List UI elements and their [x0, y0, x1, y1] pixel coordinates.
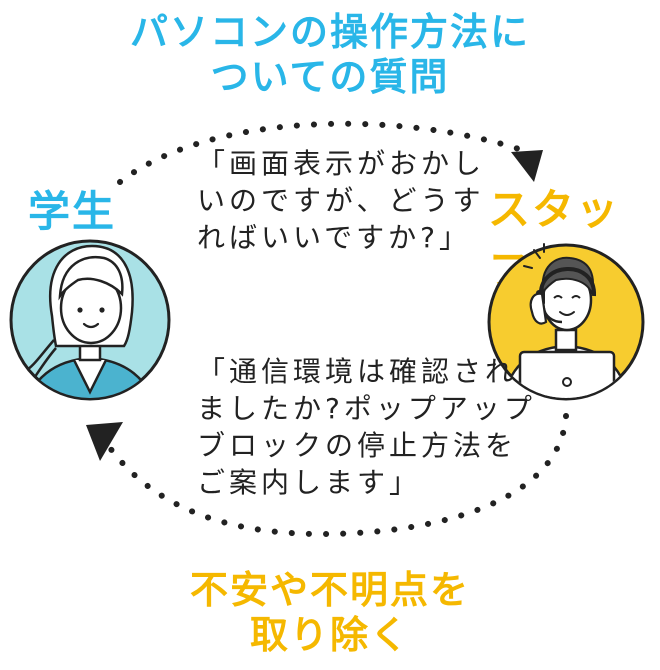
- question-speech: 「画面表示がおかし いのですが、どうす ればいいですか?」: [197, 146, 485, 257]
- answer-arrow-icon: [86, 422, 123, 461]
- question-line-2: いのですが、どうす: [197, 183, 485, 217]
- question-line-3: ればいいですか?」: [197, 220, 472, 254]
- answer-line-2: ましたか?ポップアップ: [197, 391, 536, 425]
- answer-speech: 「通信環境は確認され ましたか?ポップアップ ブロックの停止方法を ご案内します…: [197, 354, 536, 502]
- answer-line-1: 「通信環境は確認され: [197, 355, 518, 388]
- bottom-title-line-1: 不安や不明点を: [189, 568, 470, 612]
- top-title: パソコンの操作方法に ついての質問: [0, 10, 660, 100]
- top-title-line-1: パソコンの操作方法に: [129, 10, 530, 54]
- staff-headset-avatar-icon: [487, 243, 645, 401]
- question-flow-arc: [117, 120, 525, 185]
- student-label: 学生: [28, 187, 117, 236]
- answer-flow-arc: [107, 413, 569, 538]
- bottom-title-line-2: 取り除く: [249, 612, 410, 657]
- top-title-line-2: ついての質問: [210, 54, 450, 99]
- bottom-title: 不安や不明点を 取り除く: [0, 568, 660, 658]
- question-arrow-icon: [511, 150, 543, 182]
- question-line-1: 「画面表示がおかし: [197, 147, 486, 180]
- student-avatar-icon: [9, 239, 171, 401]
- answer-line-4: ご案内します」: [197, 465, 422, 499]
- answer-line-3: ブロックの停止方法を: [197, 428, 518, 462]
